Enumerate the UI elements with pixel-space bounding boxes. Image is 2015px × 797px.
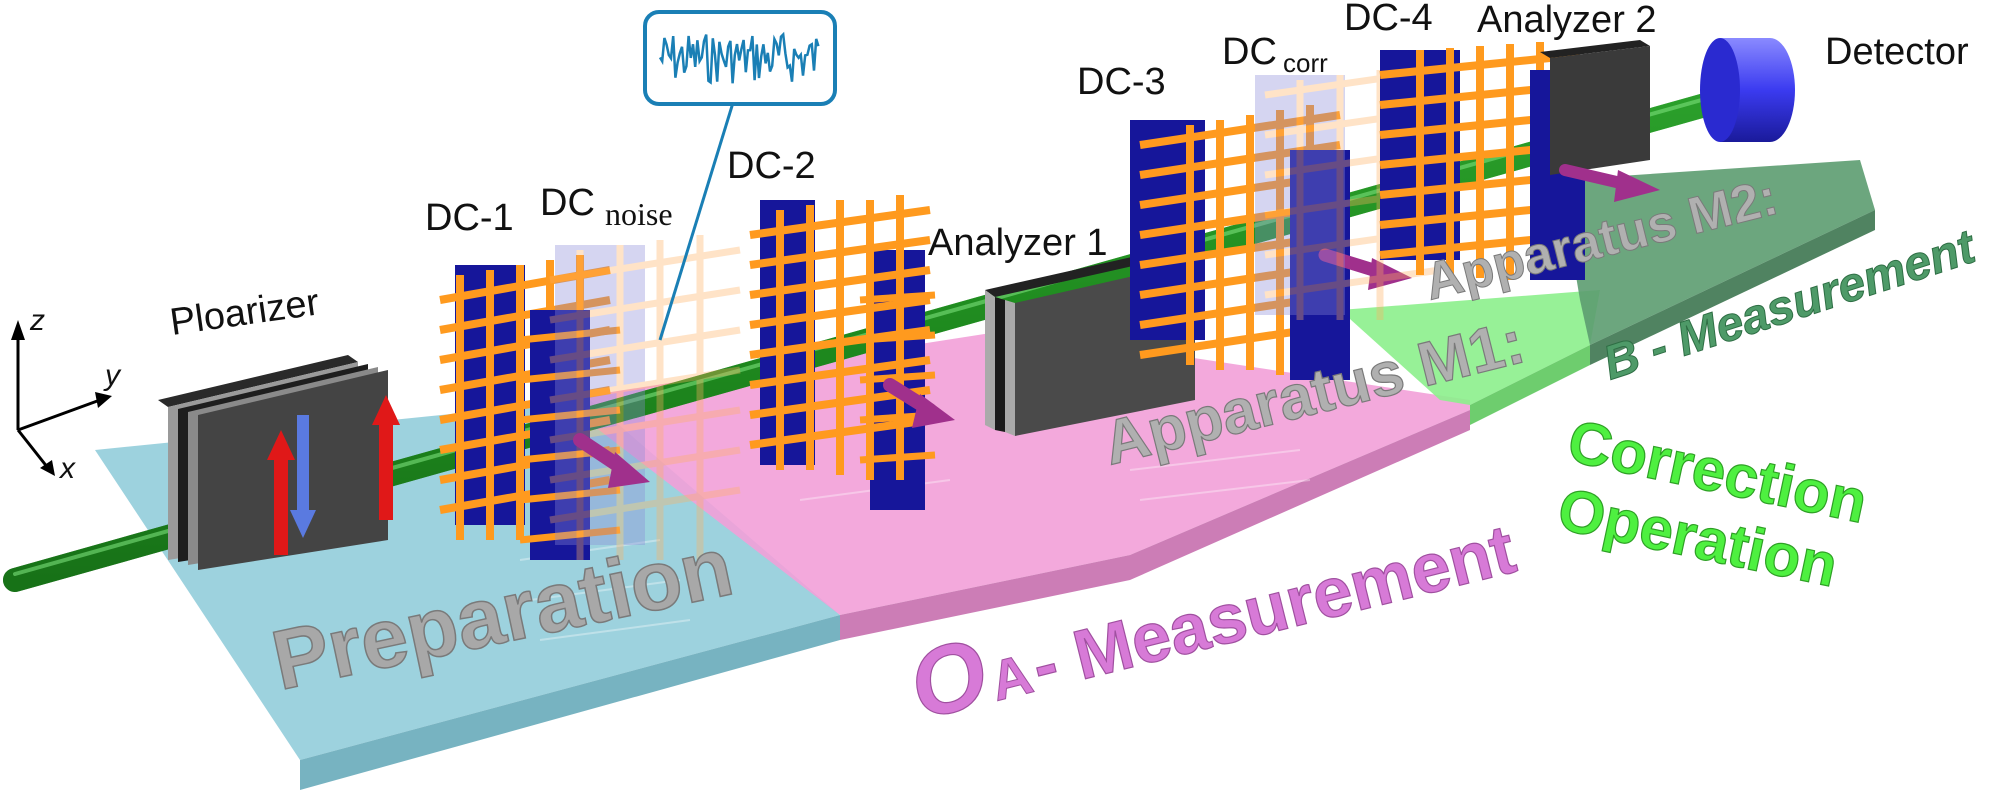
dc1-label: DC-1 — [425, 197, 514, 239]
oa-symbol: O — [899, 618, 997, 740]
dc2-field-arrow — [883, 378, 955, 428]
dc4-label: DC-4 — [1344, 0, 1433, 39]
dc2-label: DC-2 — [727, 145, 816, 187]
polarizer-label: Ploarizer — [167, 281, 322, 344]
coordinate-axes: z y x — [11, 304, 122, 485]
detector — [1700, 38, 1795, 142]
analyzer1-label: Analyzer 1 — [928, 222, 1108, 264]
axis-x-label: x — [58, 452, 76, 485]
dc-corr-label-sub: corr — [1283, 48, 1328, 78]
axis-y-label: y — [103, 359, 122, 392]
polarization-arrow-red-1 — [267, 430, 295, 555]
dc3-label: DC-3 — [1077, 61, 1166, 103]
dc-noise-label-main: DC — [540, 182, 595, 224]
dc-noise-coil — [549, 235, 741, 560]
dc2-coil — [749, 195, 936, 510]
correction-floor — [1340, 290, 1600, 405]
b-floor — [1560, 160, 1875, 345]
noise-inset — [643, 10, 837, 341]
dc3-coil — [1130, 105, 1350, 380]
analyzer-2 — [1540, 40, 1650, 175]
dc-corr-label-main: DC — [1222, 31, 1277, 73]
analyzer2-label: Analyzer 2 — [1477, 0, 1657, 41]
dc-noise-label-sub: noise — [605, 196, 673, 232]
oa-floor-edge — [840, 410, 1470, 640]
preparation-floor-edge — [300, 615, 840, 790]
oa-subscript: A — [984, 642, 1038, 713]
b-floor-edge — [1590, 210, 1875, 365]
dc4-field-arrow — [1559, 164, 1660, 202]
axis-z-label: z — [29, 304, 45, 337]
dc3-field-arrow — [1318, 248, 1412, 290]
polarization-arrow-red-2 — [372, 395, 400, 520]
polarizer — [158, 355, 400, 570]
polarization-arrow-blue — [290, 415, 316, 538]
detector-label: Detector — [1825, 31, 1969, 73]
correction-floor-edge — [1470, 345, 1590, 425]
dc1-field-arrow — [573, 433, 650, 488]
noise-trace — [658, 31, 820, 85]
dc1-coil — [439, 255, 621, 560]
